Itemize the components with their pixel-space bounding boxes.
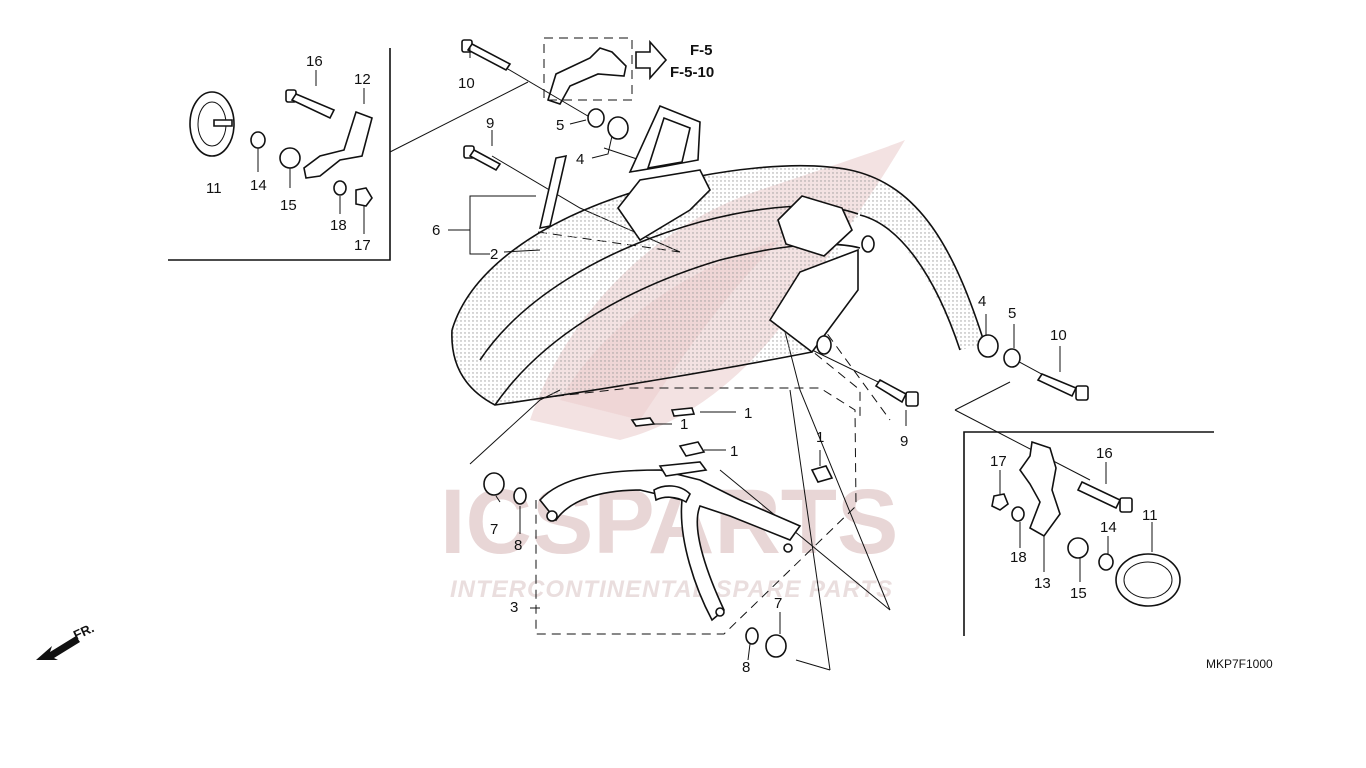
reflector-part bbox=[189, 91, 1181, 607]
inset-frame-left bbox=[168, 48, 391, 261]
callout-17: 17 bbox=[354, 237, 371, 254]
callout-10: 10 bbox=[458, 75, 475, 92]
callout-11: 11 bbox=[206, 180, 222, 197]
reflector-stay-part bbox=[1019, 440, 1061, 538]
callout-15: 15 bbox=[280, 197, 297, 214]
collar-part bbox=[483, 108, 1021, 658]
callout-13: 13 bbox=[1034, 575, 1051, 592]
front-fender-part bbox=[451, 104, 986, 406]
sticker-part bbox=[810, 465, 834, 483]
callout-5: 5 bbox=[1008, 305, 1016, 322]
fender-emblem-part bbox=[538, 154, 568, 230]
callout-18: 18 bbox=[1010, 549, 1027, 566]
callout-12: 12 bbox=[354, 71, 371, 88]
callout-16: 16 bbox=[1096, 445, 1113, 462]
sticker-part bbox=[670, 407, 696, 417]
callout-14: 14 bbox=[250, 177, 267, 194]
stay-assembly-boundary bbox=[535, 387, 857, 635]
callout-8: 8 bbox=[514, 537, 522, 554]
callout-1: 1 bbox=[744, 405, 752, 422]
callout-1: 1 bbox=[816, 429, 824, 446]
front-direction-indicator: FR. bbox=[36, 620, 96, 660]
diagram-code: MKP7F1000 bbox=[1206, 657, 1273, 671]
callout-6: 6 bbox=[432, 222, 440, 239]
callout-4: 4 bbox=[576, 151, 584, 168]
callout-18: 18 bbox=[330, 217, 347, 234]
sticker-part bbox=[678, 441, 706, 457]
callout-9: 9 bbox=[486, 115, 494, 132]
front-direction-arrow-icon bbox=[36, 636, 80, 660]
fender-stay-part bbox=[538, 461, 802, 622]
callout-10: 10 bbox=[1050, 327, 1067, 344]
callout-5: 5 bbox=[556, 117, 564, 134]
callout-9: 9 bbox=[900, 433, 908, 450]
callout-8: 8 bbox=[742, 659, 750, 676]
reference-page-label: F-5 bbox=[690, 42, 713, 59]
callout-4: 4 bbox=[978, 293, 986, 310]
front-direction-label: FR. bbox=[71, 620, 96, 642]
callout-14: 14 bbox=[1100, 519, 1117, 536]
callout-7: 7 bbox=[774, 595, 782, 612]
callout-16: 16 bbox=[306, 53, 323, 70]
reference-bracket-box bbox=[543, 37, 633, 101]
callout-1: 1 bbox=[680, 416, 688, 433]
reference-arrow-icon bbox=[635, 39, 668, 81]
callout-leaders bbox=[257, 46, 1153, 661]
reference-figure-label: F-5-10 bbox=[670, 64, 714, 81]
callout-11: 11 bbox=[1142, 507, 1158, 524]
sticker-part bbox=[630, 417, 656, 427]
inset-frame-right bbox=[963, 431, 1214, 636]
callout-15: 15 bbox=[1070, 585, 1087, 602]
callout-numbers: 16 12 10 9 5 4 6 2 11 14 15 18 17 1 1 1 … bbox=[206, 53, 1158, 676]
callout-7: 7 bbox=[490, 521, 498, 538]
callout-3: 3 bbox=[510, 599, 518, 616]
callout-2: 2 bbox=[490, 246, 498, 263]
callout-1: 1 bbox=[730, 443, 738, 460]
callout-17: 17 bbox=[990, 453, 1007, 470]
hardware-part bbox=[250, 131, 1114, 571]
reflector-stay-part bbox=[303, 110, 373, 179]
reference-bracket-part bbox=[547, 47, 627, 105]
